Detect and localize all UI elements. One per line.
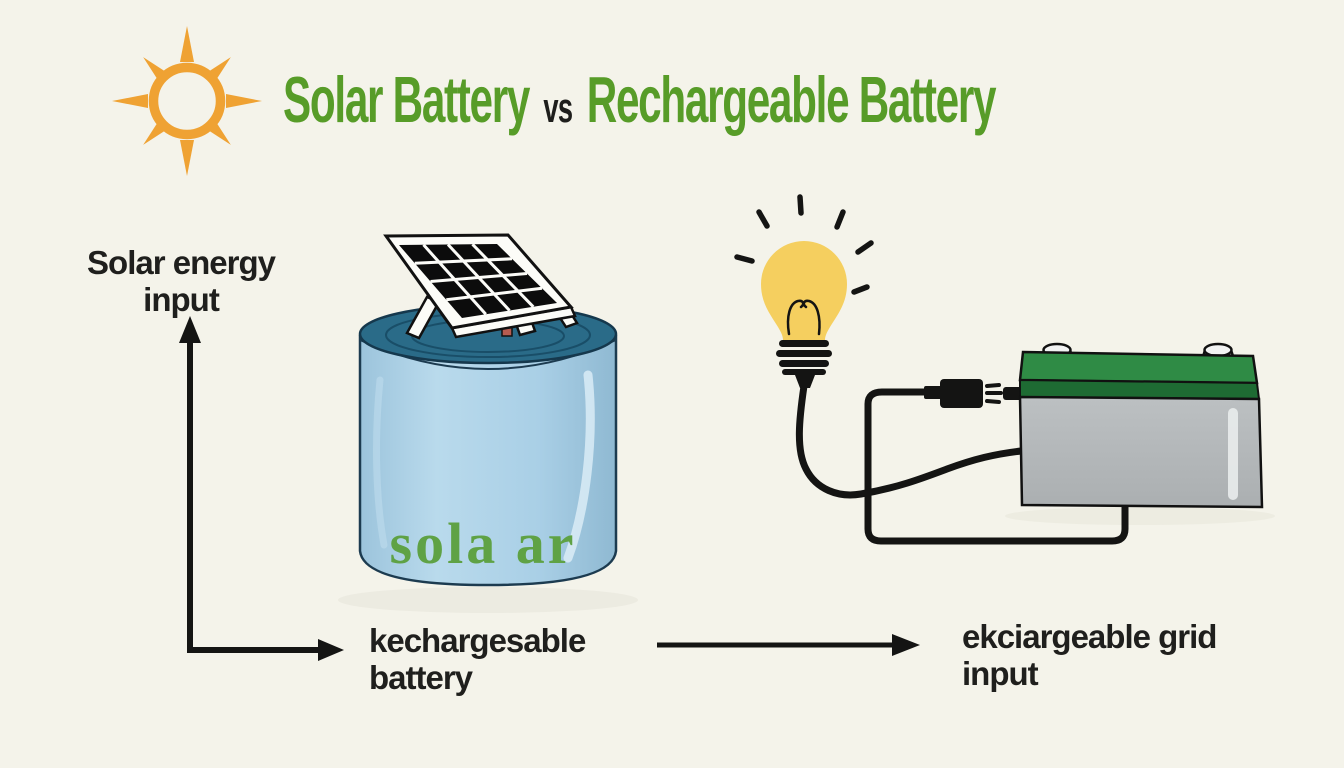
light-bulb-icon xyxy=(734,194,874,388)
title-part1: Solar Battery xyxy=(283,63,530,136)
title-separator: vs xyxy=(543,84,573,131)
right-arrow-icon xyxy=(187,639,344,661)
solar-energy-input-line2: input xyxy=(143,281,220,318)
plug-ground-loop-wire xyxy=(864,388,1129,545)
page-title: Solar Battery vs Rechargeable Battery xyxy=(283,62,997,137)
rechargeable-battery-line2: battery xyxy=(369,659,473,696)
rechargeable-battery-line1: kechargesable xyxy=(369,622,586,659)
up-arrow-icon xyxy=(179,316,201,650)
solar-energy-input-line1: Solar energy xyxy=(87,244,276,281)
grid-input-line1: ekciargeable grid xyxy=(962,618,1217,655)
rechargeable-battery-label: kechargesable battery xyxy=(369,622,586,696)
battery-icon xyxy=(1018,342,1264,509)
printed-label: sola ar xyxy=(390,511,577,576)
solar-battery-icon: sola ar xyxy=(358,303,618,587)
solar-energy-input-label: Solar energy input xyxy=(56,244,306,318)
wires xyxy=(795,382,1129,545)
bulb-to-battery-wire xyxy=(795,382,1025,499)
ground-shadows xyxy=(338,507,1275,613)
light-rays xyxy=(734,194,874,295)
grid-input-line2: input xyxy=(962,655,1039,692)
title-part2: Rechargeable Battery xyxy=(586,63,997,136)
power-plug-icon xyxy=(924,379,1025,408)
grid-input-label: ekciargeable grid input xyxy=(962,618,1217,692)
sun-icon xyxy=(112,26,262,176)
solar-panel-icon xyxy=(383,233,579,340)
flow-arrow-icon xyxy=(657,634,920,656)
